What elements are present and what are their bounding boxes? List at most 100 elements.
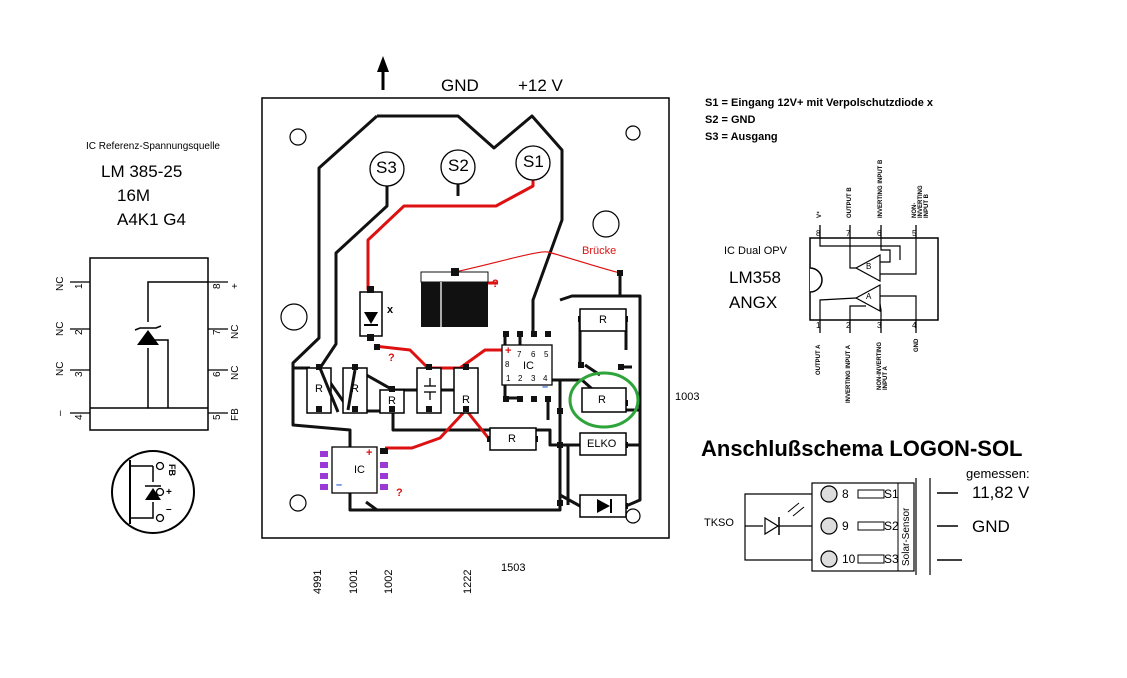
opamp-pin2-num: 2: [846, 321, 851, 330]
ref-ic-part: LM 385-25: [101, 162, 183, 181]
opamp-amp-b: B: [866, 262, 872, 271]
value-s2: GND: [972, 517, 1010, 536]
ref-pin3-num: 3: [74, 371, 85, 377]
value-1001: 1001: [348, 569, 360, 594]
question-1: ?: [492, 278, 499, 290]
opamp-dip-package: [809, 225, 939, 333]
opamp-amp-a: A: [866, 292, 872, 301]
ref-ic-line3: A4K1 G4: [117, 210, 186, 229]
ic-plus: +: [505, 345, 512, 357]
question-2: ?: [388, 352, 395, 364]
legend-s2: S2 = GND: [705, 114, 756, 126]
r1-label: R: [315, 383, 323, 395]
opamp-pin7-num: 7: [846, 229, 851, 238]
pcb-ic-ref: [331, 446, 378, 494]
ref-ic-package: [70, 257, 228, 431]
ic-pin7: 7: [517, 350, 522, 359]
ic-pin6: 6: [531, 350, 536, 359]
opamp-pin5-name: NON-INVERTING INPUT B: [912, 185, 930, 218]
opamp-line2: ANGX: [729, 293, 778, 312]
opamp-pin6-name: INVERTING INPUT B: [878, 159, 884, 218]
pcb-ic-label: IC: [523, 360, 534, 372]
ref-pin8-num: 8: [212, 283, 223, 289]
terminal-s3: S3: [884, 552, 899, 566]
ic-minus: –: [542, 381, 549, 393]
ref-pin6-name: NC: [230, 365, 241, 380]
opamp-part: LM358: [729, 268, 781, 287]
opamp-pin2-name: INVERTING INPUT A: [846, 344, 852, 403]
ref-pin6-num: 6: [212, 371, 223, 377]
terminal-s2: S2: [884, 519, 899, 533]
r2-label: R: [351, 383, 359, 395]
ref-pin4-num: 4: [74, 414, 85, 420]
protection-diode: [359, 286, 383, 341]
terminal-9-num: 9: [842, 519, 849, 533]
elko-label: ELKO: [587, 438, 617, 450]
ref-pin4-name: –: [55, 410, 66, 416]
diode-horizontal: [597, 499, 612, 513]
r6-label: R: [598, 394, 606, 406]
mount-hole: [592, 210, 620, 238]
pcb-ic-opamp: [501, 344, 553, 386]
r3-label: R: [388, 395, 396, 407]
tkso-label: TKSO: [704, 517, 734, 529]
opamp-pin8-num: 8: [816, 229, 821, 238]
resistor-vertical: [306, 367, 479, 414]
pad-s2-label: S2: [448, 156, 469, 175]
r4-label: R: [462, 394, 470, 406]
question-3: ?: [396, 487, 403, 499]
to92-minus: –: [166, 504, 172, 515]
value-1002: 1002: [383, 569, 395, 594]
ic-pin8: 8: [505, 360, 510, 369]
ref-pin8-name: +: [230, 283, 241, 289]
pcb-pad-s3: [369, 151, 405, 187]
v12-label: +12 V: [518, 76, 563, 95]
bridge-label: Brücke: [582, 245, 617, 257]
logon-connector: [744, 478, 962, 575]
opamp-pin4-name: GND: [914, 338, 920, 352]
highlight-ring: [568, 371, 640, 429]
ref-pin1-num: 1: [74, 283, 85, 289]
ic2-minus: –: [336, 479, 343, 491]
opamp-pin5-num: 5: [912, 229, 917, 238]
diode-mark: x: [387, 304, 394, 316]
ref-pin7-name: NC: [230, 324, 241, 339]
opamp-pin6-num: 6: [877, 229, 882, 238]
ref-ic-title: IC Referenz-Spannungsquelle: [86, 141, 220, 152]
legend-s3: S3 = Ausgang: [705, 131, 778, 143]
r7-label: R: [508, 433, 516, 445]
ref-ic-line2: 16M: [117, 186, 151, 205]
terminal-10-num: 10: [842, 552, 856, 566]
opamp-pin3-num: 3: [877, 321, 882, 330]
ref-pin7-num: 7: [212, 329, 223, 335]
ref-to92-package: [111, 450, 195, 534]
sensor-label: Solar-Sensor: [901, 507, 912, 566]
ic-pin3: 3: [531, 374, 536, 383]
ic-pin1: 1: [506, 374, 511, 383]
ic-pin4: 4: [543, 374, 548, 383]
mount-hole: [289, 494, 307, 512]
value-1222: 1222: [462, 569, 474, 594]
black-component: [420, 268, 489, 327]
opamp-pin7-name: OUTPUT B: [847, 187, 853, 218]
ic-pin5: 5: [544, 350, 549, 359]
mount-hole: [625, 125, 641, 141]
legend-s1: S1 = Eingang 12V+ mit Verpolschutzdiode …: [705, 97, 934, 109]
pcb-pad-s1: [515, 145, 551, 181]
pcb-pad-s2: [440, 149, 476, 185]
pad-s1-label: S1: [523, 152, 544, 171]
ref-pin5-num: 5: [212, 414, 223, 420]
value-4991: 4991: [312, 569, 324, 594]
ref-pin5-name: FB: [230, 408, 241, 421]
to92-fb: FB: [167, 464, 177, 476]
opamp-pin1-num: 1: [816, 321, 821, 330]
to92-plus: +: [166, 487, 172, 498]
r5-label: R: [599, 314, 607, 326]
gnd-label: GND: [441, 76, 479, 95]
value-1003: 1003: [675, 391, 700, 403]
ref-pin2-num: 2: [74, 329, 85, 335]
logon-title: Anschlußschema LOGON-SOL: [701, 436, 1023, 461]
value-1503: 1503: [501, 562, 526, 574]
bridge-wire: [454, 251, 621, 274]
